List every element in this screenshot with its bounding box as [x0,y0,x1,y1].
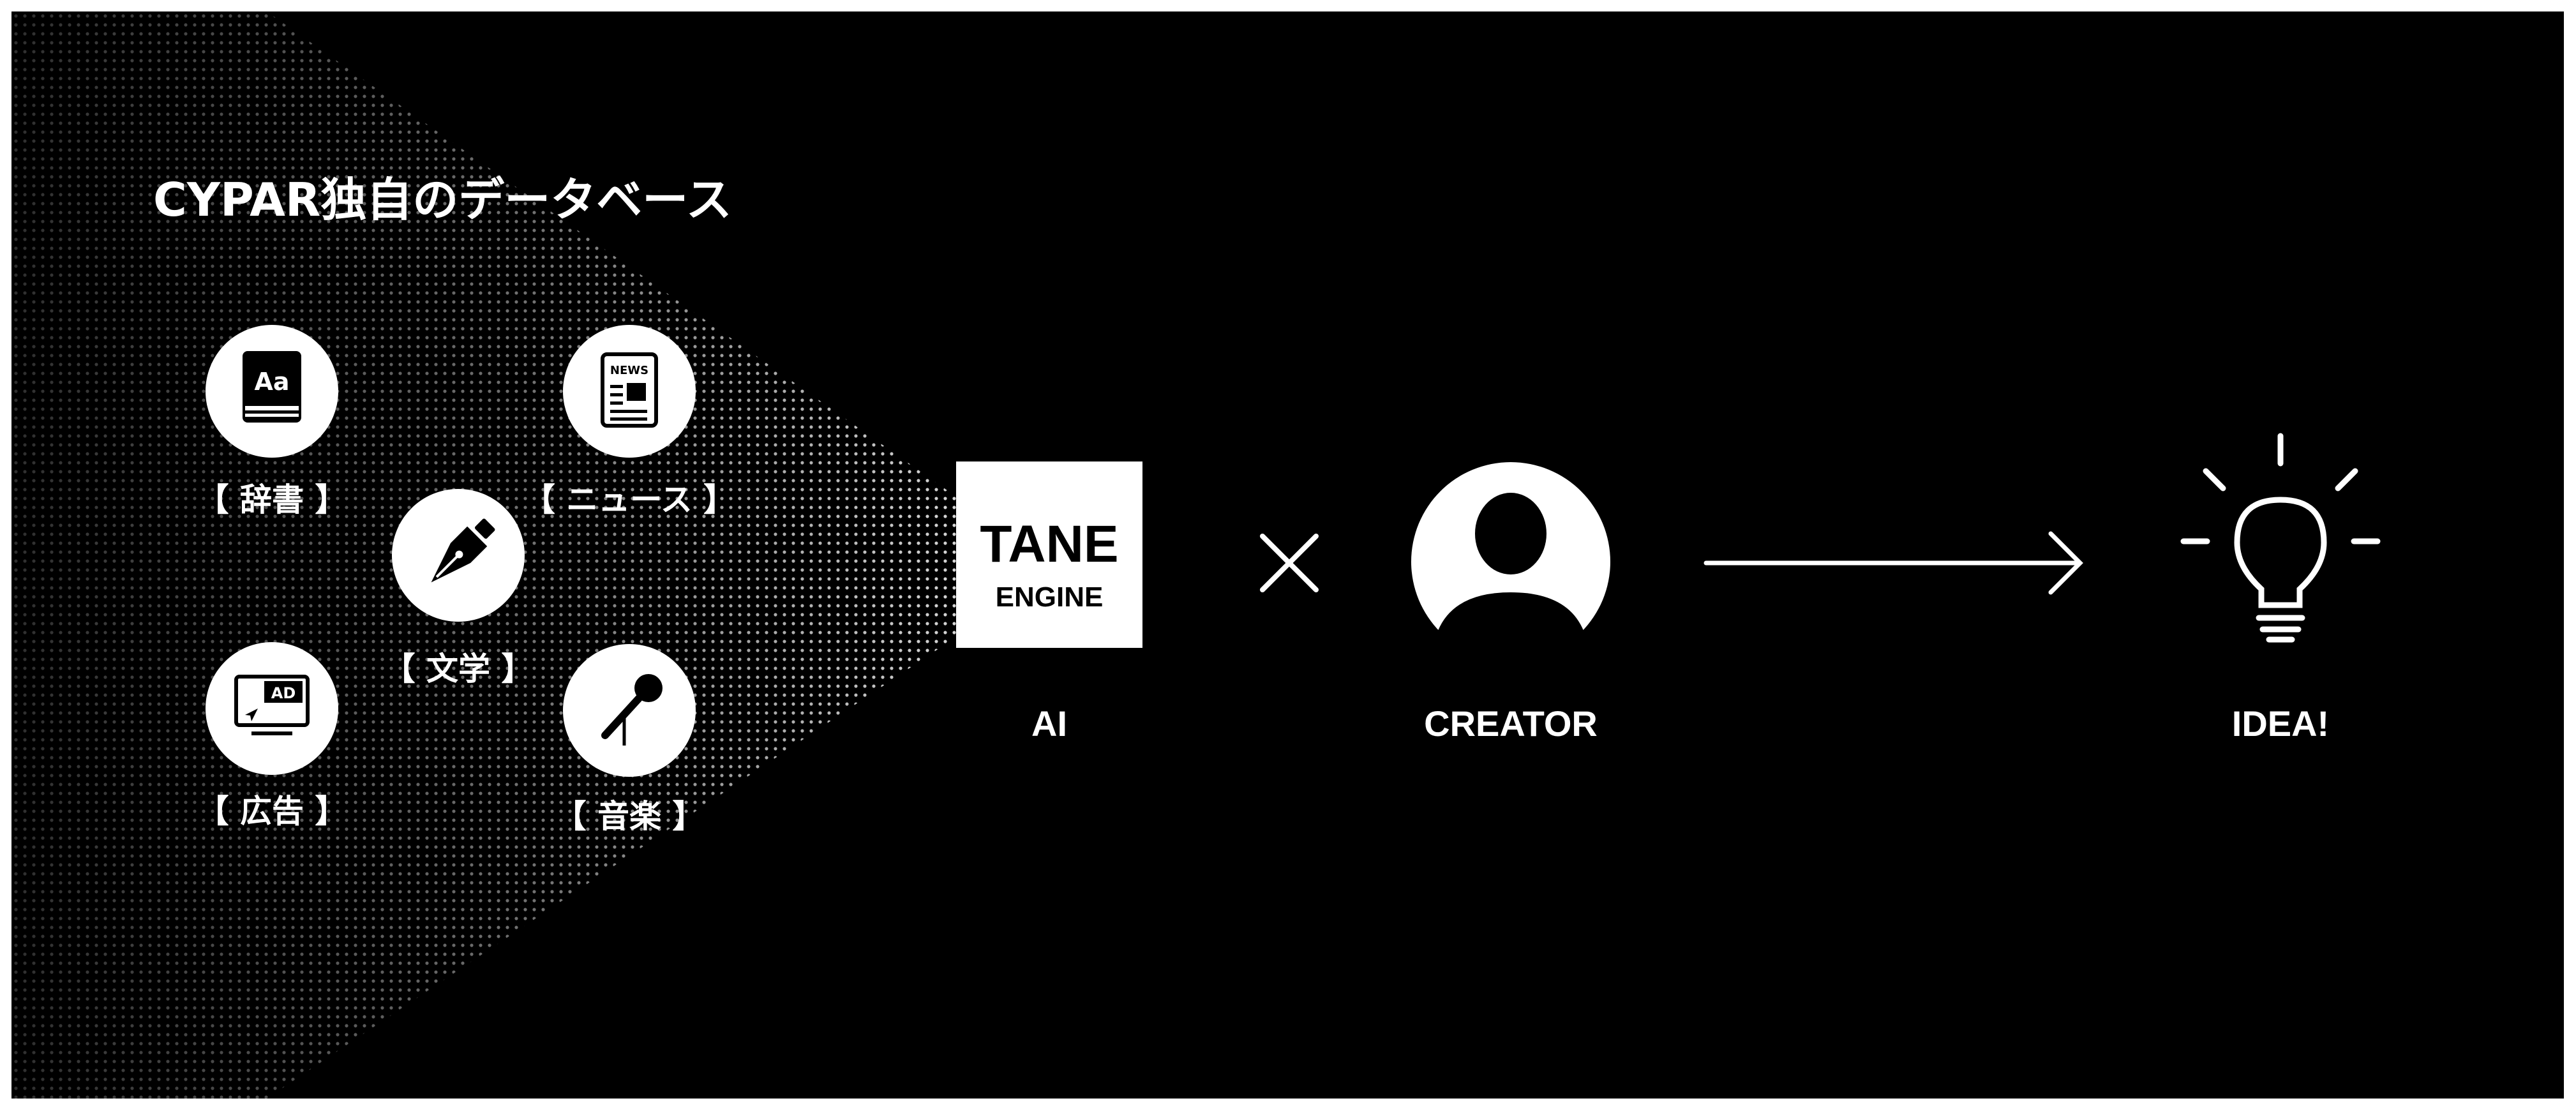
music-label: 【 音楽 】 [555,798,705,835]
fountain-pen-icon [431,518,495,583]
advertising-label: 【 広告 】 [197,793,347,830]
tane-engine-subtitle: ENGINE [996,581,1104,613]
idea-caption: IDEA! [2232,703,2329,744]
svg-text:AD: AD [271,684,296,702]
creator-caption: CREATOR [1424,703,1598,744]
tane-engine-title: TANE [980,515,1118,573]
creator: CREATOR [1411,462,1610,744]
person-icon [1411,462,1610,663]
diagram-svg: CYPAR独自のデータベース Aa 【 辞書 】 NEWS 【 ニュース 】 [11,11,2381,1099]
news-label: 【 ニュース 】 [523,481,735,518]
literature-label: 【 文学 】 [384,650,534,687]
source-news: NEWS 【 ニュース 】 [523,325,735,518]
ad-monitor-icon: AD [234,675,310,735]
dictionary-book-icon: Aa [243,351,301,423]
source-advertising: AD 【 広告 】 [197,642,347,830]
tane-engine: TANE ENGINE AI [956,461,1142,744]
idea: IDEA! [2180,433,2381,744]
source-dictionary: Aa 【 辞書 】 [197,325,347,518]
svg-text:Aa: Aa [254,368,289,396]
database-title: CYPAR独自のデータベース [153,173,732,227]
tane-engine-box [956,461,1142,648]
diagram-canvas: CYPAR独自のデータベース Aa 【 辞書 】 NEWS 【 ニュース 】 [11,11,2564,1099]
multiply-icon [1260,534,1319,592]
newspaper-icon: NEWS [601,352,658,428]
ai-caption: AI [1031,703,1067,744]
right-arrow-icon [1704,531,2083,595]
dictionary-label: 【 辞書 】 [197,481,347,518]
source-literature: 【 文学 】 [384,489,534,687]
source-music: 【 音楽 】 [555,644,705,835]
svg-text:NEWS: NEWS [610,364,648,377]
lightbulb-icon [2180,433,2381,643]
advertising-circle [206,642,338,775]
microphone-icon [601,674,663,746]
